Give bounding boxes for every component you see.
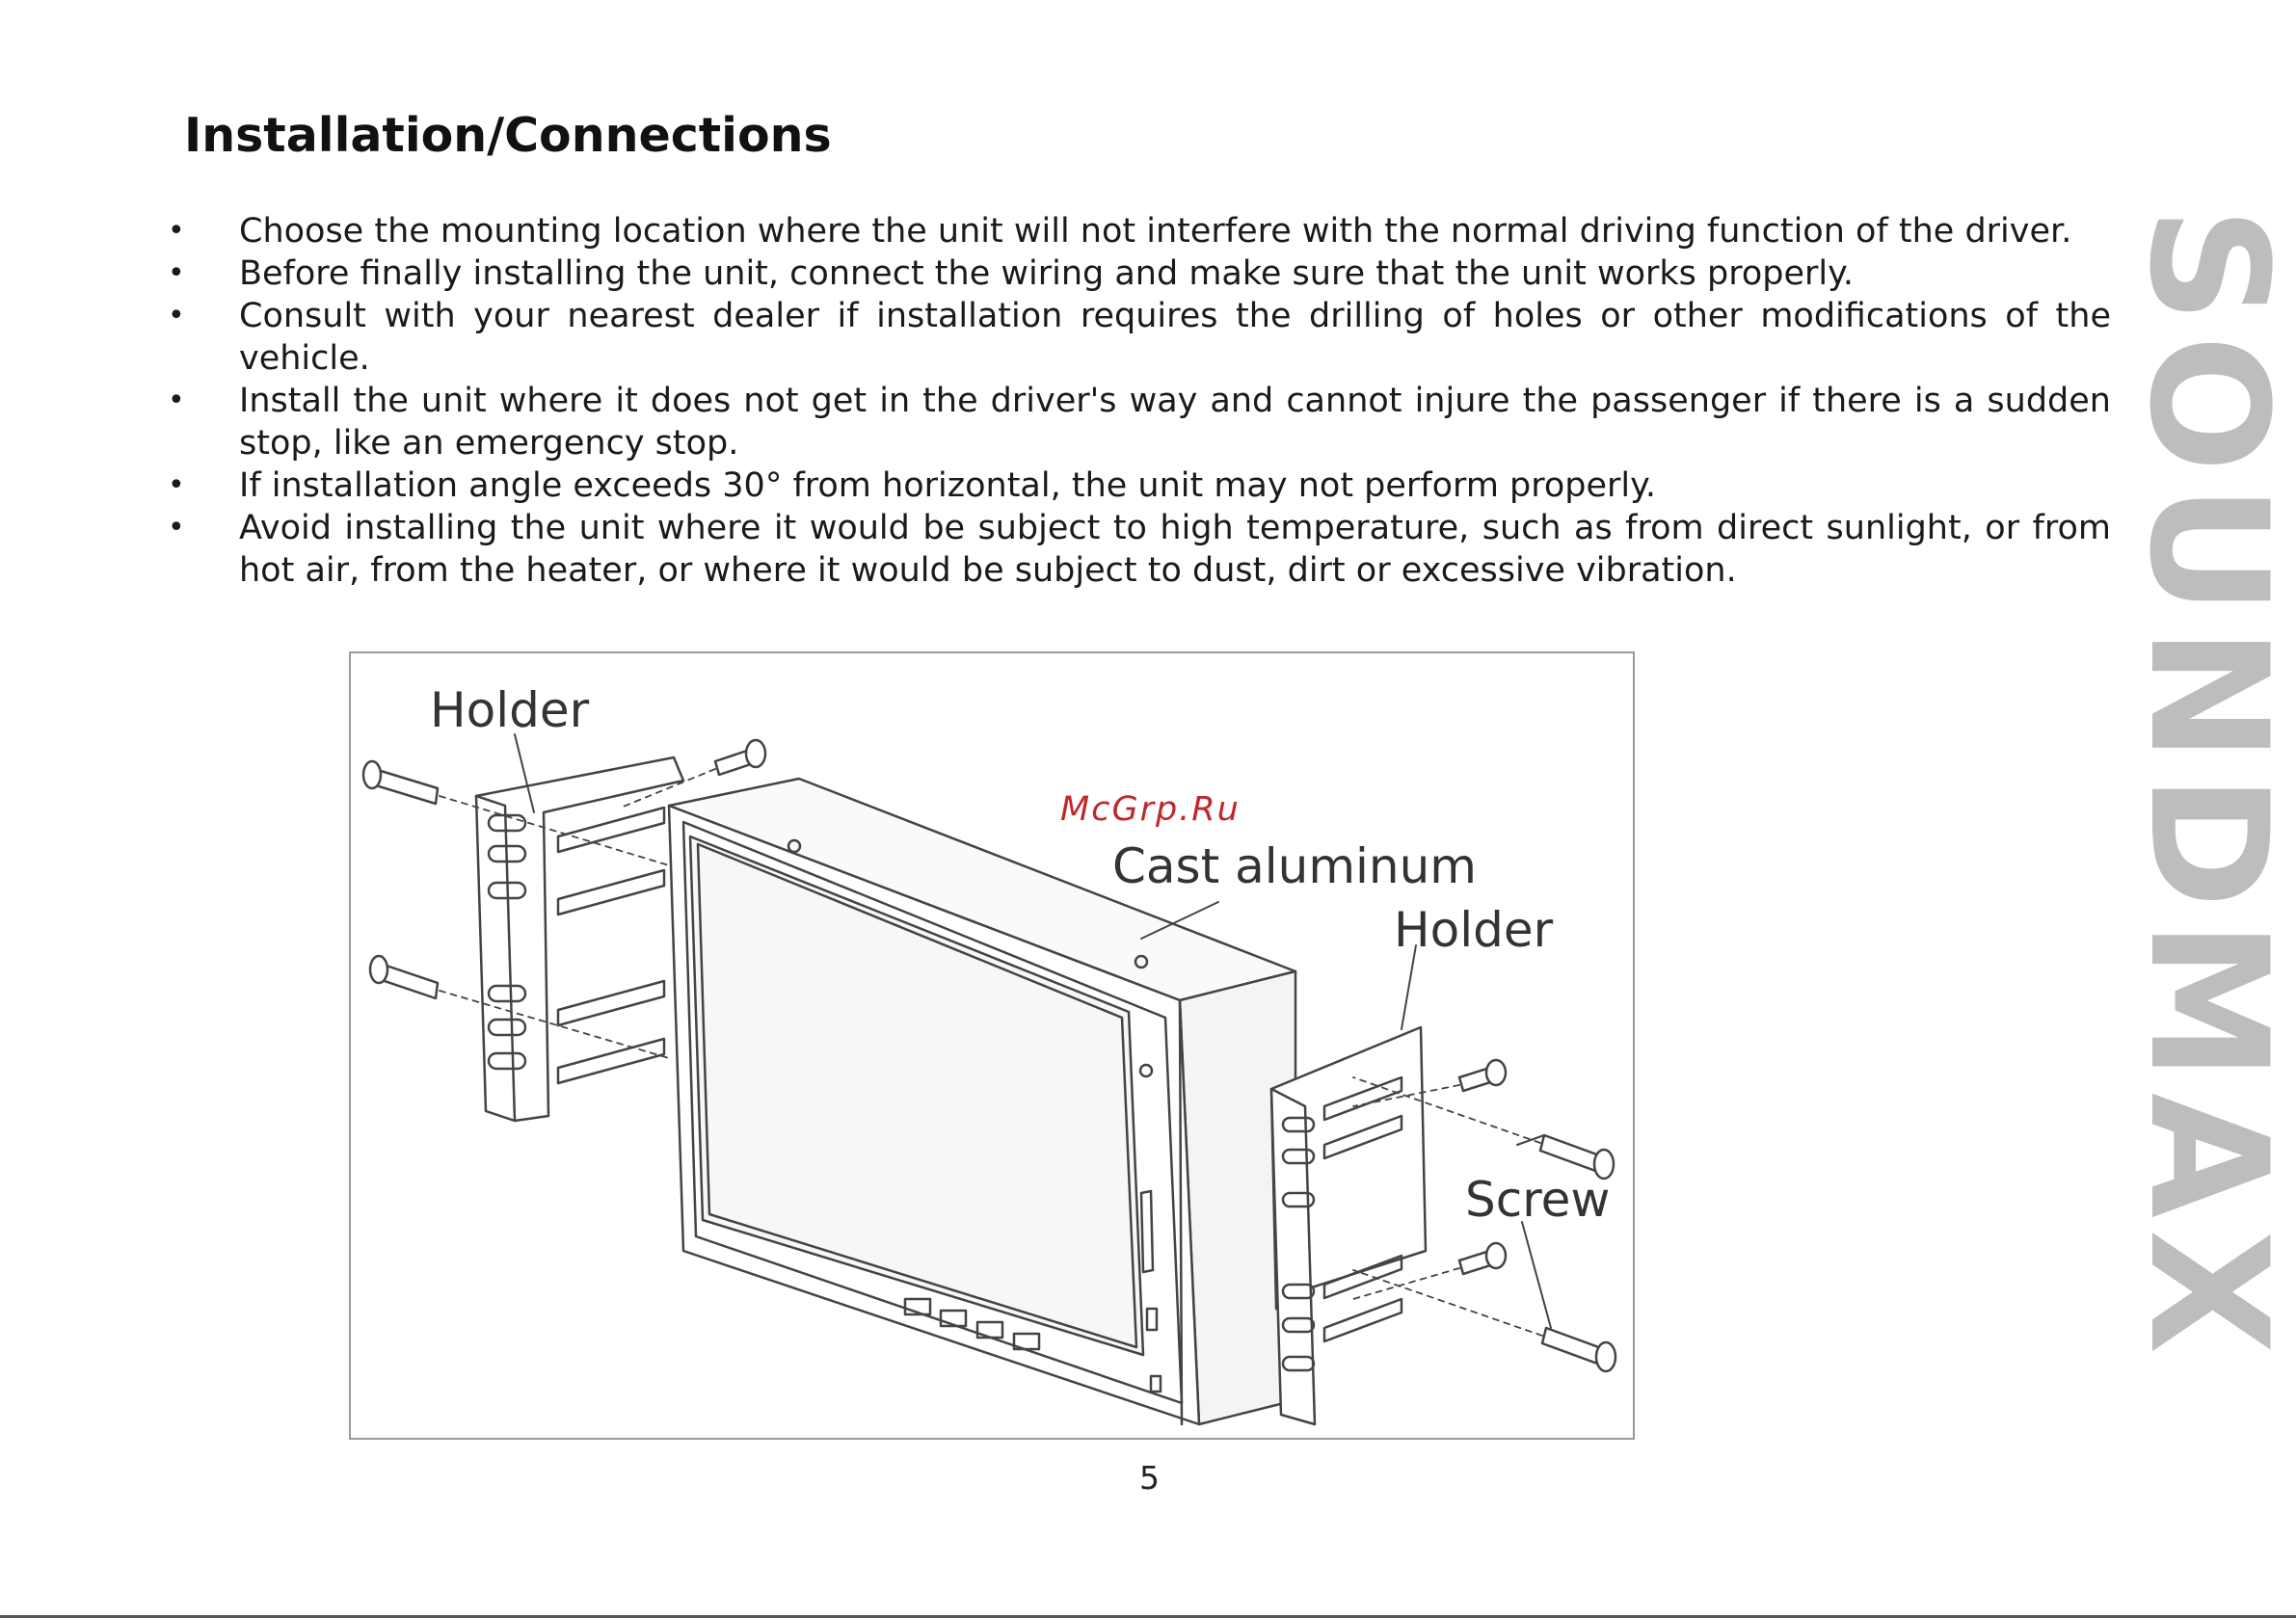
holder-right-label: Holder <box>1394 902 1554 958</box>
bullet-icon: • <box>168 214 185 248</box>
bullet-icon: • <box>168 384 185 417</box>
list-item: • Choose the mounting location where the … <box>160 210 2111 252</box>
bullet-text: If installation angle exceeds 30° from h… <box>239 466 1656 505</box>
installation-diagram: Holder Cast aluminum Holder Screw <box>349 651 1635 1440</box>
installation-bullet-list: • Choose the mounting location where the … <box>160 210 2111 592</box>
list-item: • Avoid installing the unit where it woul… <box>160 507 2111 592</box>
bullet-text: Before finally installing the unit, conn… <box>239 254 1854 293</box>
bullet-text: Install the unit where it does not get i… <box>239 382 2111 463</box>
bullet-icon: • <box>168 256 185 290</box>
list-item: • Install the unit where it does not get … <box>160 380 2111 464</box>
bullet-text: Avoid installing the unit where it would… <box>239 509 2111 590</box>
bullet-text: Consult with your nearest dealer if inst… <box>239 297 2111 378</box>
bullet-icon: • <box>168 299 185 332</box>
page-number: 5 <box>1139 1459 1160 1497</box>
footer-divider <box>0 1615 2296 1618</box>
list-item: • Consult with your nearest dealer if ins… <box>160 295 2111 380</box>
holder-left-label: Holder <box>430 682 590 738</box>
bullet-text: Choose the mounting location where the u… <box>239 212 2072 251</box>
bullet-icon: • <box>168 468 185 502</box>
watermark: McGrp.Ru <box>1060 790 1241 829</box>
bullet-icon: • <box>168 511 185 544</box>
brand-logo: SOUNDMAX <box>2114 129 2296 1444</box>
page-title: Installation/Connections <box>184 108 832 163</box>
installation-diagram-drawing <box>361 733 1617 1426</box>
brand-text: SOUNDMAX <box>2114 206 2296 1366</box>
cast-aluminum-label: Cast aluminum <box>1112 838 1478 894</box>
screw-label: Screw <box>1465 1172 1611 1228</box>
list-item: • If installation angle exceeds 30° from … <box>160 464 2111 507</box>
list-item: • Before finally installing the unit, con… <box>160 252 2111 295</box>
